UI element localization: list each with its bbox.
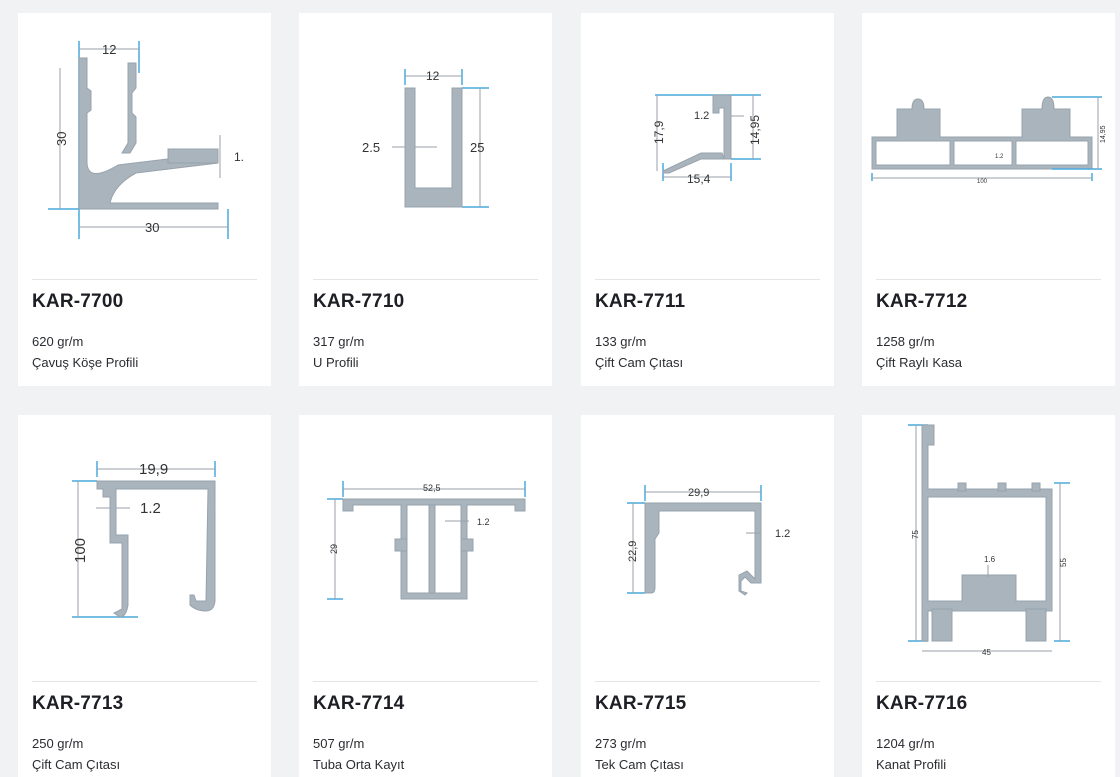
product-weight: 250 gr/m [32, 736, 84, 751]
double-glass-bead-drawing: 19,9 100 1.2 [72, 461, 216, 618]
product-image[interactable]: 12 2.5 25 [299, 13, 552, 275]
dim-label: 2.5 [362, 140, 380, 155]
product-code[interactable]: KAR-7712 [876, 291, 968, 312]
divider [313, 279, 538, 280]
dim-label: 52,5 [423, 483, 441, 493]
product-code[interactable]: KAR-7711 [595, 291, 686, 312]
product-weight: 620 gr/m [32, 334, 84, 349]
product-code[interactable]: KAR-7716 [876, 693, 968, 714]
dim-label: 12 [102, 42, 116, 57]
product-card[interactable]: 75 55 1.6 45 KAR-7716 1204 gr/m Kanat Pr… [862, 415, 1115, 777]
divider [876, 279, 1101, 280]
sash-profile-drawing: 75 55 1.6 45 [908, 424, 1070, 657]
product-name: Çift Cam Çıtası [32, 757, 121, 772]
product-code[interactable]: KAR-7713 [32, 693, 124, 714]
product-weight: 1204 gr/m [876, 736, 935, 751]
dim-label: 29,9 [688, 487, 709, 499]
dim-label: 30 [145, 220, 159, 235]
product-code[interactable]: KAR-7700 [32, 291, 124, 312]
dim-label: 45 [982, 648, 991, 657]
dim-label: 100 [72, 538, 89, 563]
product-name: Kanat Profili [876, 757, 947, 772]
dim-label: 1.2 [140, 500, 161, 517]
corner-profile-drawing: 12 30 30 1. [48, 41, 244, 239]
product-name: Tuba Orta Kayıt [313, 757, 405, 772]
product-card[interactable]: 17,9 1.2 14,95 15,4 KAR-7711 133 gr/m Çi… [581, 13, 834, 386]
dim-label: 19,9 [139, 461, 168, 478]
u-profile-drawing: 12 2.5 25 [362, 69, 489, 208]
product-image[interactable]: 17,9 1.2 14,95 15,4 [581, 13, 834, 275]
dim-label: 14,95 [748, 115, 762, 145]
dim-label: 1.2 [775, 528, 790, 540]
divider [595, 681, 820, 682]
dim-label: 1.2 [995, 154, 1004, 160]
dim-label: 29 [329, 544, 339, 554]
dim-label: 15,4 [687, 172, 711, 186]
divider [32, 279, 257, 280]
product-code[interactable]: KAR-7715 [595, 693, 687, 714]
product-image[interactable]: 14,95 100 1.2 [862, 13, 1115, 275]
dim-label: 1.6 [984, 555, 996, 564]
dim-label: 100 [977, 179, 988, 185]
product-card[interactable]: 12 2.5 25 KAR-7710 317 gr/m U Profili [299, 13, 552, 386]
dim-label: 14,95 [1100, 125, 1107, 143]
divider [876, 681, 1101, 682]
product-card[interactable]: 12 30 30 1. KAR-7700 620 gr/m Çavuş Köşe… [18, 13, 271, 386]
dim-label: 1. [234, 150, 244, 164]
dim-label: 1.2 [477, 517, 490, 527]
divider [32, 681, 257, 682]
dim-label: 12 [426, 69, 440, 83]
product-name: Tek Cam Çıtası [595, 757, 684, 772]
product-image[interactable]: 29,9 22,9 1.2 [581, 415, 834, 677]
double-rail-frame-drawing: 14,95 100 1.2 [871, 96, 1107, 185]
dim-label: 30 [54, 132, 69, 146]
divider [595, 279, 820, 280]
product-image[interactable]: 75 55 1.6 45 [862, 415, 1115, 677]
dim-label: 25 [470, 140, 484, 155]
product-weight: 273 gr/m [595, 736, 647, 751]
product-image[interactable]: 52,5 29 1.2 [299, 415, 552, 677]
double-glass-bead-drawing: 17,9 1.2 14,95 15,4 [652, 94, 762, 186]
dim-label: 75 [911, 530, 920, 539]
product-image[interactable]: 12 30 30 1. [18, 13, 271, 275]
dim-label: 1.2 [694, 110, 709, 122]
product-card[interactable]: 52,5 29 1.2 KAR-7714 507 gr/m Tuba Orta … [299, 415, 552, 777]
product-card[interactable]: 19,9 100 1.2 KAR-7713 250 gr/m Çift Cam … [18, 415, 271, 777]
product-weight: 133 gr/m [595, 334, 647, 349]
dim-label: 55 [1059, 558, 1068, 567]
product-code[interactable]: KAR-7710 [313, 291, 405, 312]
dim-label: 17,9 [652, 120, 666, 144]
single-glass-bead-drawing: 29,9 22,9 1.2 [627, 485, 790, 596]
product-name: Çift Cam Çıtası [595, 355, 684, 370]
product-card[interactable]: 29,9 22,9 1.2 KAR-7715 273 gr/m Tek Cam … [581, 415, 834, 777]
dim-label: 22,9 [627, 541, 639, 562]
product-weight: 507 gr/m [313, 736, 365, 751]
product-name: U Profili [313, 355, 359, 370]
product-name: Çavuş Köşe Profili [32, 355, 139, 370]
divider [313, 681, 538, 682]
product-code[interactable]: KAR-7714 [313, 693, 405, 714]
product-card[interactable]: 14,95 100 1.2 KAR-7712 1258 gr/m Çift Ra… [862, 13, 1115, 386]
product-image[interactable]: 19,9 100 1.2 [18, 415, 271, 677]
product-weight: 1258 gr/m [876, 334, 935, 349]
mullion-profile-drawing: 52,5 29 1.2 [327, 481, 526, 600]
product-weight: 317 gr/m [313, 334, 365, 349]
product-name: Çift Raylı Kasa [876, 355, 962, 370]
